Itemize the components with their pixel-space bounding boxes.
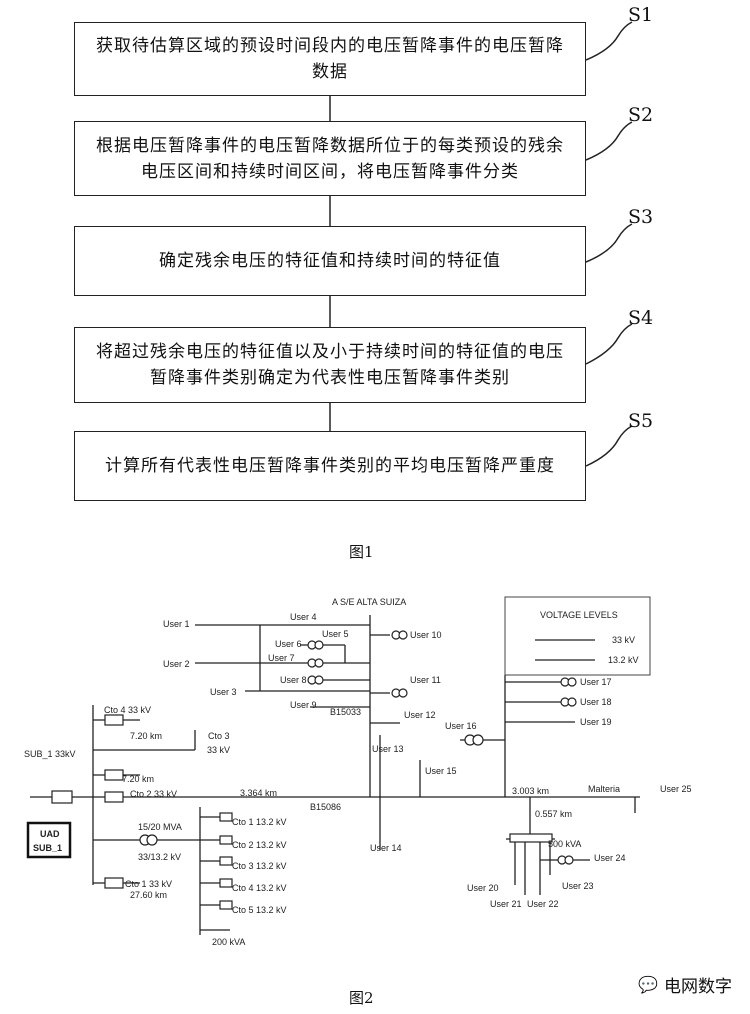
step-box-s1: 获取待估算区域的预设时间段内的电压暂降事件的电压暂降数据	[74, 22, 586, 96]
watermark-text: 电网数字	[664, 977, 732, 997]
label-alta: A S/E ALTA SUIZA	[332, 597, 406, 607]
label-c1: Cto 1 13.2 kV	[232, 817, 287, 827]
step-text: 根据电压暂降事件的电压暂降数据所位于的每类预设的残余电压区间和持续时间区间，将电…	[96, 135, 564, 182]
label-cto1-33: Cto 1 33 kV	[125, 879, 172, 889]
step-label-s3: S3	[628, 206, 654, 228]
label-u10: User 10	[410, 630, 442, 640]
single-line-diagram: VOLTAGE LEVELS 33 kV 13.2 kV A S/E ALTA …	[24, 596, 692, 947]
watermark: 💬 电网数字	[638, 972, 732, 997]
step-text: 将超过残余电压的特征值以及小于持续时间的特征值的电压暂降事件类别确定为代表性电压…	[96, 342, 564, 388]
label-c3: Cto 3 13.2 kV	[232, 861, 287, 871]
label-b15033: B15033	[330, 707, 361, 717]
label-malteria: Malteria	[588, 784, 620, 794]
label-u9: User 9	[290, 700, 317, 710]
legend-33kv: 33 kV	[612, 635, 635, 645]
wechat-icon: 💬	[638, 975, 658, 994]
label-u3: User 3	[210, 687, 237, 697]
label-uad2: SUB_1	[33, 843, 62, 853]
label-c5: Cto 5 13.2 kV	[232, 905, 287, 915]
label-u18: User 18	[580, 697, 612, 707]
label-u25: User 25	[660, 784, 692, 794]
step-text: 获取待估算区域的预设时间段内的电压暂降事件的电压暂降数据	[96, 36, 564, 82]
label-u13: User 13	[372, 744, 404, 754]
step-box-s3: 确定残余电压的特征值和持续时间的特征值	[74, 226, 586, 296]
label-200kva: 200 kVA	[212, 937, 245, 947]
label-cto3: Cto 3	[208, 731, 230, 741]
step-label-s1: S1	[628, 4, 654, 26]
step-text: 计算所有代表性电压暂降事件类别的平均电压暂降严重度	[105, 456, 555, 476]
step-label-s4: S4	[628, 307, 654, 329]
step-box-s5: 计算所有代表性电压暂降事件类别的平均电压暂降严重度	[74, 431, 586, 501]
label-u16: User 16	[445, 721, 477, 731]
label-u23: User 23	[562, 881, 594, 891]
label-u2: User 2	[163, 659, 190, 669]
legend-title: VOLTAGE LEVELS	[540, 610, 618, 620]
label-720b: 7.20 km	[122, 774, 154, 784]
label-u11: User 11	[410, 675, 441, 685]
label-u1: User 1	[163, 619, 190, 629]
label-2760: 27.60 km	[130, 890, 167, 900]
label-u17: User 17	[580, 677, 612, 687]
label-u4: User 4	[290, 612, 317, 622]
step-box-s4: 将超过残余电压的特征值以及小于持续时间的特征值的电压暂降事件类别确定为代表性电压…	[74, 327, 586, 403]
step-label-s2: S2	[628, 104, 654, 126]
label-sub1: SUB_1 33kV	[24, 749, 76, 759]
label-u5: User 5	[322, 629, 349, 639]
label-u12: User 12	[404, 710, 436, 720]
label-u22: User 22	[527, 899, 559, 909]
step-label-s5: S5	[628, 410, 654, 432]
label-3003: 3.003 km	[512, 786, 549, 796]
figure2-caption: 图2	[349, 989, 374, 1007]
flowchart-connectors	[329, 21, 633, 467]
label-ratio: 33/13.2 kV	[138, 852, 181, 862]
step-box-s2: 根据电压暂降事件的电压暂降数据所位于的每类预设的残余电压区间和持续时间区间，将电…	[74, 121, 586, 196]
label-0557: 0.557 km	[535, 809, 572, 819]
label-3364: 3.364 km	[240, 788, 277, 798]
label-c4: Cto 4 13.2 kV	[232, 883, 287, 893]
label-c2: Cto 2 13.2 kV	[232, 840, 287, 850]
label-u19: User 19	[580, 717, 612, 727]
step-text: 确定残余电压的特征值和持续时间的特征值	[159, 251, 501, 271]
legend-13kv: 13.2 kV	[608, 655, 639, 665]
label-u24: User 24	[594, 853, 626, 863]
label-cto2-33: Cto 2 33 kV	[130, 789, 177, 799]
label-u21: User 21	[490, 899, 522, 909]
label-mva: 15/20 MVA	[138, 822, 182, 832]
label-720a: 7.20 km	[130, 731, 162, 741]
label-uad1: UAD	[40, 829, 60, 839]
label-u7: User 7	[268, 653, 295, 663]
label-b15086: B15086	[310, 802, 341, 812]
label-u6: User 6	[275, 639, 302, 649]
label-u14: User 14	[370, 843, 402, 853]
label-u20: User 20	[467, 883, 499, 893]
label-cto4-33: Cto 4 33 kV	[104, 705, 151, 715]
label-u8: User 8	[280, 675, 307, 685]
label-u15: User 15	[425, 766, 457, 776]
label-500kva: 500 kVA	[548, 839, 581, 849]
figure1-caption: 图1	[349, 543, 374, 561]
label-cto3-kv: 33 kV	[207, 745, 230, 755]
